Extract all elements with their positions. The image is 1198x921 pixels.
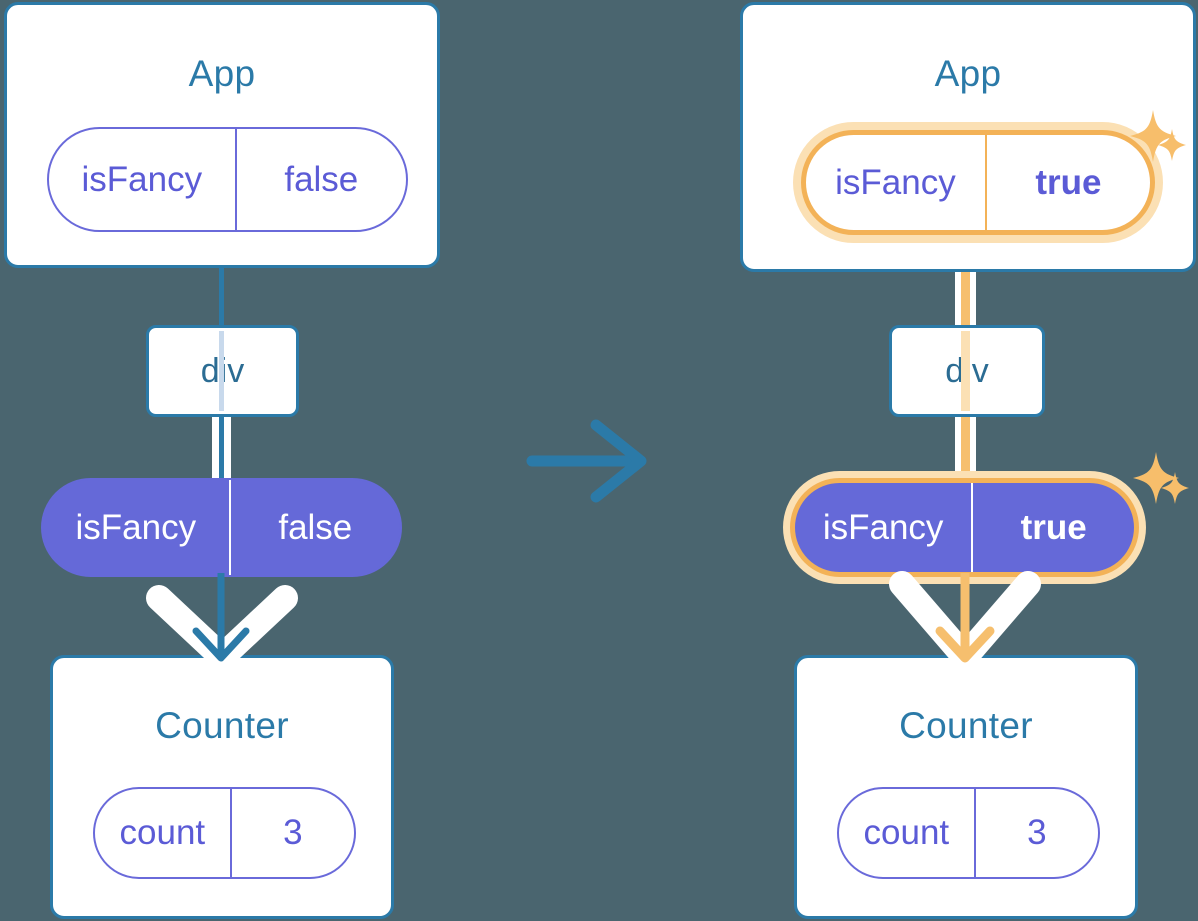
counter-card-before: Counter count 3 [50,655,394,919]
counter-state-pill-after: count 3 [837,787,1100,879]
connector-app-to-div-before [219,258,224,328]
prop-key-before: isFancy [75,507,197,547]
arrow-right-icon [526,419,647,503]
app-state-pill-after: isFancy true [801,130,1155,235]
counter-title-after: Counter [899,705,1033,746]
counter-card-after: Counter count 3 [794,655,1138,919]
counter-state-value-before: 3 [229,789,354,877]
connector-div-to-prop-before [219,413,224,488]
prop-pill-after: isFancy true [790,478,1139,577]
app-state-value-before: false [234,129,406,230]
connector-through-div-before [219,331,224,411]
counter-state-key-before: count [119,813,206,852]
app-card-after: App isFancy true [740,2,1196,272]
app-state-value-after: true [984,135,1150,230]
flow-arrow-after [889,571,1041,670]
app-state-key-before: isFancy [81,159,203,199]
counter-state-value-after: 3 [973,789,1098,877]
prop-pill-before: isFancy false [41,478,402,577]
connector-div-to-prop-after [961,413,970,488]
app-title-before: App [188,53,256,94]
prop-value-before: false [228,480,400,575]
sparkle-small-icon [1161,472,1189,504]
prop-key-after: isFancy [822,507,944,547]
counter-state-pill-before: count 3 [93,787,356,879]
prop-value-after: true [971,483,1134,572]
app-title-after: App [934,53,1002,94]
sparkle-icon [1133,452,1179,504]
app-state-key-after: isFancy [835,162,956,202]
connector-through-div-after [961,331,970,411]
sparkle-group-prop [1133,452,1189,504]
counter-state-key-after: count [863,813,950,852]
flow-arrow-before [146,573,298,670]
app-card-before: App isFancy false [4,2,440,268]
connector-app-to-div-after [961,225,970,335]
counter-title-before: Counter [155,705,289,746]
app-state-pill-before: isFancy false [47,127,408,232]
